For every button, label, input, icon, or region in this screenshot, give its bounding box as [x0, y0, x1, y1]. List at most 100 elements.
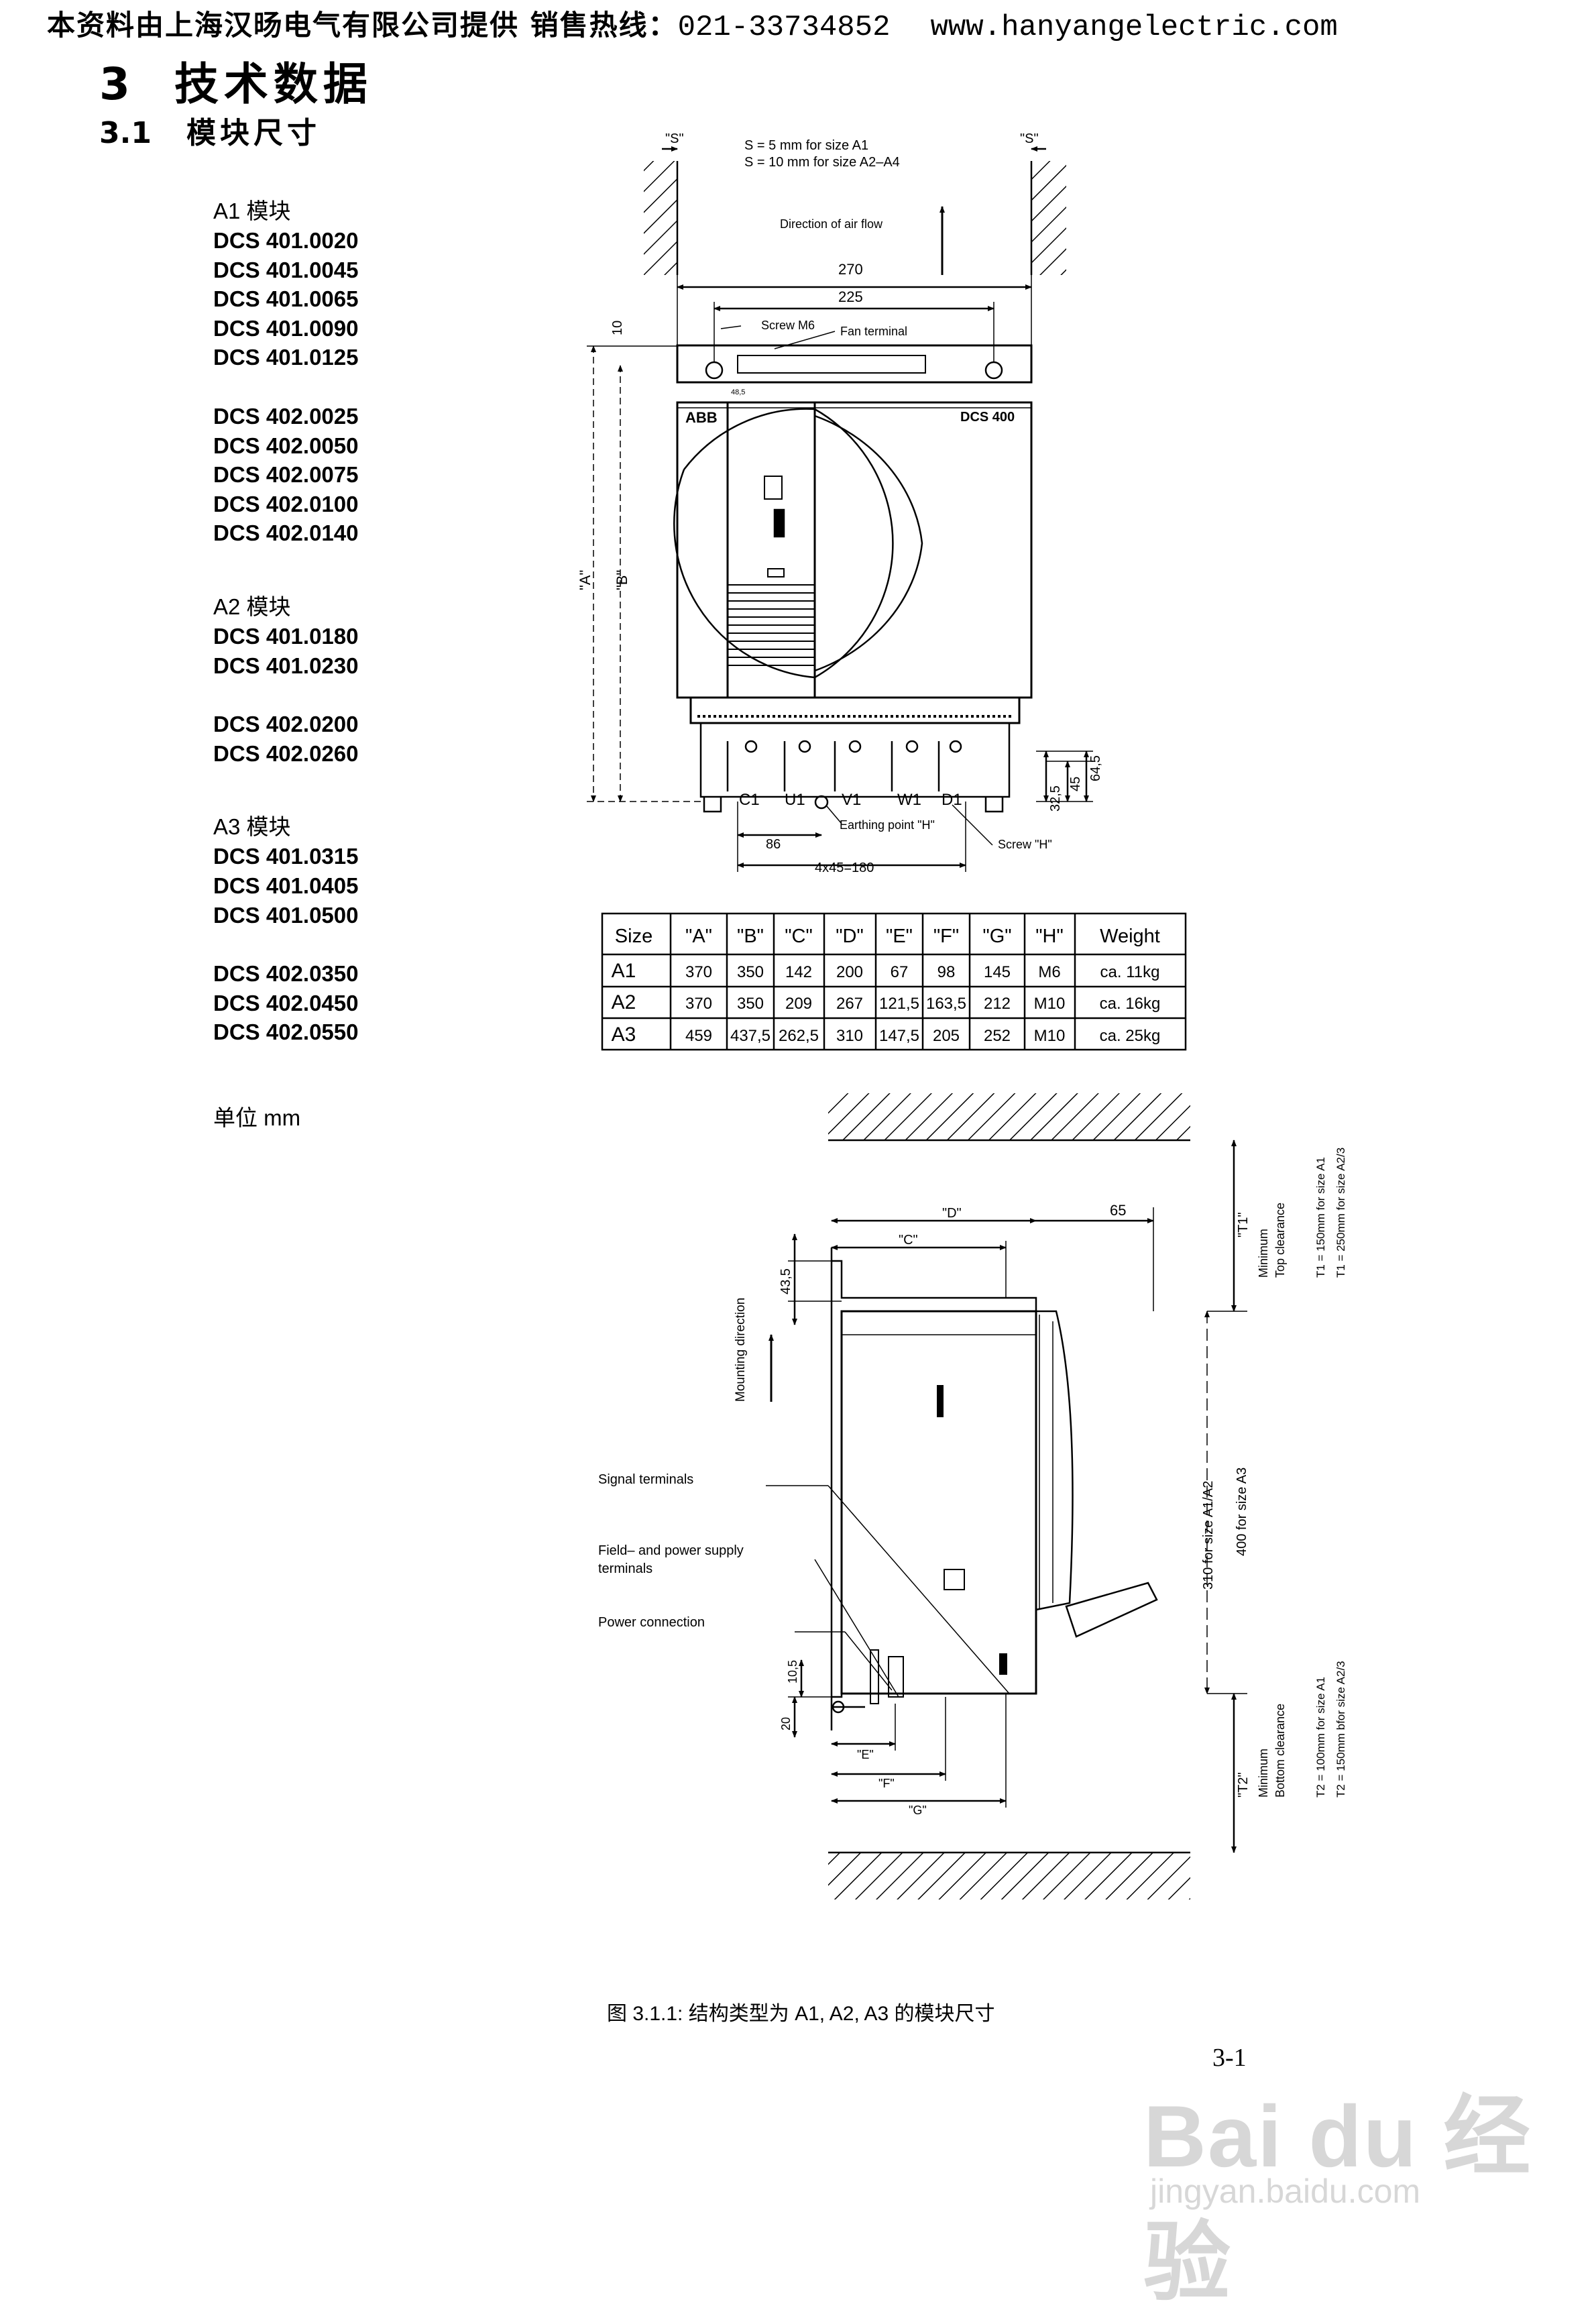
header-company-text: 本资料由上海汉旸电气有限公司提供 销售热线：	[47, 9, 678, 42]
dim-10: 10	[610, 321, 625, 335]
chapter-heading: 技术数据	[174, 58, 373, 110]
dim-4x45: 4x45=180	[815, 861, 874, 875]
model-item: DCS 401.0125	[213, 345, 359, 370]
table-cell: ca. 25kg	[1100, 1027, 1161, 1045]
model-item: DCS 402.0050	[213, 433, 359, 458]
table-header-cell: Weight	[1100, 926, 1160, 947]
section-number: 3.1	[99, 116, 152, 150]
table-cell: 121,5	[879, 995, 919, 1013]
dim-d-label: "D"	[942, 1206, 962, 1221]
model-item: DCS 402.0350	[213, 961, 359, 987]
dim-e-label: "E"	[857, 1748, 874, 1761]
terminal-u1: U1	[785, 791, 805, 809]
table-cell: ca. 16kg	[1100, 995, 1161, 1013]
airflow-label: Direction of air flow	[780, 217, 883, 231]
model-item: DCS 401.0065	[213, 286, 359, 312]
dim-86: 86	[766, 837, 781, 852]
header-phone: 021-33734852	[677, 11, 891, 44]
model-item: DCS 402.0200	[213, 712, 359, 737]
dimension-table: Size "A" "B" "C" "D" "E" "F" "G" "H" Wei…	[601, 912, 1187, 1051]
model-item: DCS 402.0100	[213, 491, 359, 516]
table-cell: ca. 11kg	[1100, 963, 1160, 981]
table-cell: 267	[836, 995, 863, 1013]
model-item: DCS 401.0045	[213, 257, 359, 282]
page-number: 3-1	[1212, 2044, 1247, 2072]
section-heading: 模块尺寸	[186, 116, 321, 150]
fan-terminal-label: Fan terminal	[840, 325, 907, 338]
model-list: A1 模块 DCS 401.0020 DCS 401.0045 DCS 401.…	[213, 197, 562, 1047]
table-cell: 145	[984, 963, 1011, 981]
table-cell: M6	[1038, 963, 1060, 981]
dim-g-label: "G"	[909, 1804, 927, 1817]
dim-c-label: "C"	[899, 1233, 918, 1248]
dim-a-label: "A"	[577, 570, 593, 590]
table-cell: 459	[685, 1027, 712, 1045]
table-cell: M10	[1034, 995, 1066, 1013]
chapter-number: 3	[99, 58, 135, 110]
section-title: 3.1 模块尺寸	[99, 109, 321, 152]
dim-32-5: 32,5	[1048, 785, 1063, 812]
terminal-d1: D1	[942, 791, 962, 809]
model-item: DCS 401.0090	[213, 315, 359, 341]
side-view-drawing	[766, 1093, 1247, 1899]
header-website: www.hanyangelectric.com	[930, 11, 1338, 44]
bottom-minimum-label: Minimum	[1257, 1749, 1270, 1798]
power-connection-label: Power connection	[598, 1615, 705, 1630]
model-item: DCS 402.0550	[213, 1019, 359, 1045]
table-cell: 350	[737, 963, 764, 981]
left-wall-hatch	[644, 161, 677, 275]
t2-a1-note: T2 = 100mm for size A1	[1314, 1677, 1327, 1798]
table-header-cell: "H"	[1035, 926, 1064, 947]
terminal-c1: C1	[739, 791, 760, 809]
bottom-wall-hatch	[828, 1853, 1190, 1899]
s-note-2: S = 10 mm for size A2–A4	[744, 155, 900, 170]
model-item: DCS 402.0140	[213, 520, 359, 546]
model-label: DCS 400	[960, 410, 1015, 425]
table-cell: 163,5	[926, 995, 966, 1013]
dim-43-5: 43,5	[779, 1268, 793, 1294]
table-cell: M10	[1034, 1027, 1066, 1045]
field-power-label-1: Field– and power supply	[598, 1543, 744, 1558]
table-cell: 209	[785, 995, 812, 1013]
table-cell: 252	[984, 1027, 1011, 1045]
t1-a23-note: T1 = 250mm for size A2/3	[1334, 1148, 1347, 1278]
table-cell: 98	[937, 963, 956, 981]
table-cell: 212	[984, 995, 1011, 1013]
height-310-label: 310 for size A1/A2	[1201, 1481, 1216, 1590]
model-item: DCS 401.0020	[213, 228, 359, 253]
technical-drawings: "S" "S" S = 5 mm for size A1 S = 10 mm f…	[577, 131, 1347, 1899]
table-cell: A1	[612, 960, 636, 982]
screw-m6-label: Screw M6	[761, 319, 815, 332]
terminal-v1: V1	[842, 791, 861, 809]
dim-f-label: "F"	[878, 1777, 895, 1790]
dim-10-5: 10,5	[786, 1660, 799, 1684]
table-header-cell: "F"	[933, 926, 959, 947]
model-item: DCS 402.0260	[213, 740, 359, 766]
model-item: DCS 402.0025	[213, 403, 359, 429]
table-cell: 370	[685, 963, 712, 981]
chapter-title: 3 技术数据	[99, 48, 373, 113]
table-header-cell: "E"	[886, 926, 913, 947]
terminal-w1: W1	[897, 791, 921, 809]
top-clearance-label: Top clearance	[1273, 1203, 1287, 1278]
model-item: DCS 401.0405	[213, 873, 359, 898]
brand-label: ABB	[685, 409, 718, 426]
table-cell: 142	[785, 963, 812, 981]
dim-65: 65	[1110, 1202, 1126, 1219]
dim-225: 225	[838, 288, 863, 305]
front-view-drawing	[587, 146, 1093, 872]
front-view-labels: "S" "S" S = 5 mm for size A1 S = 10 mm f…	[577, 131, 1103, 875]
bottom-clearance-label: Bottom clearance	[1273, 1704, 1287, 1798]
model-item: DCS 402.0450	[213, 990, 359, 1015]
table-cell: 205	[933, 1027, 960, 1045]
group-heading-a3: A3 模块	[213, 814, 291, 840]
dim-48-5: 48,5	[731, 388, 745, 396]
s-label-left: "S"	[665, 131, 684, 146]
table-cell: 370	[685, 995, 712, 1013]
dim-64-5: 64,5	[1088, 755, 1103, 781]
table-cell: 350	[737, 995, 764, 1013]
table-cell: 200	[836, 963, 863, 981]
table-cell: 310	[836, 1027, 863, 1045]
mounting-direction-label: Mounting direction	[734, 1298, 748, 1402]
table-header-cell: "G"	[982, 926, 1011, 947]
